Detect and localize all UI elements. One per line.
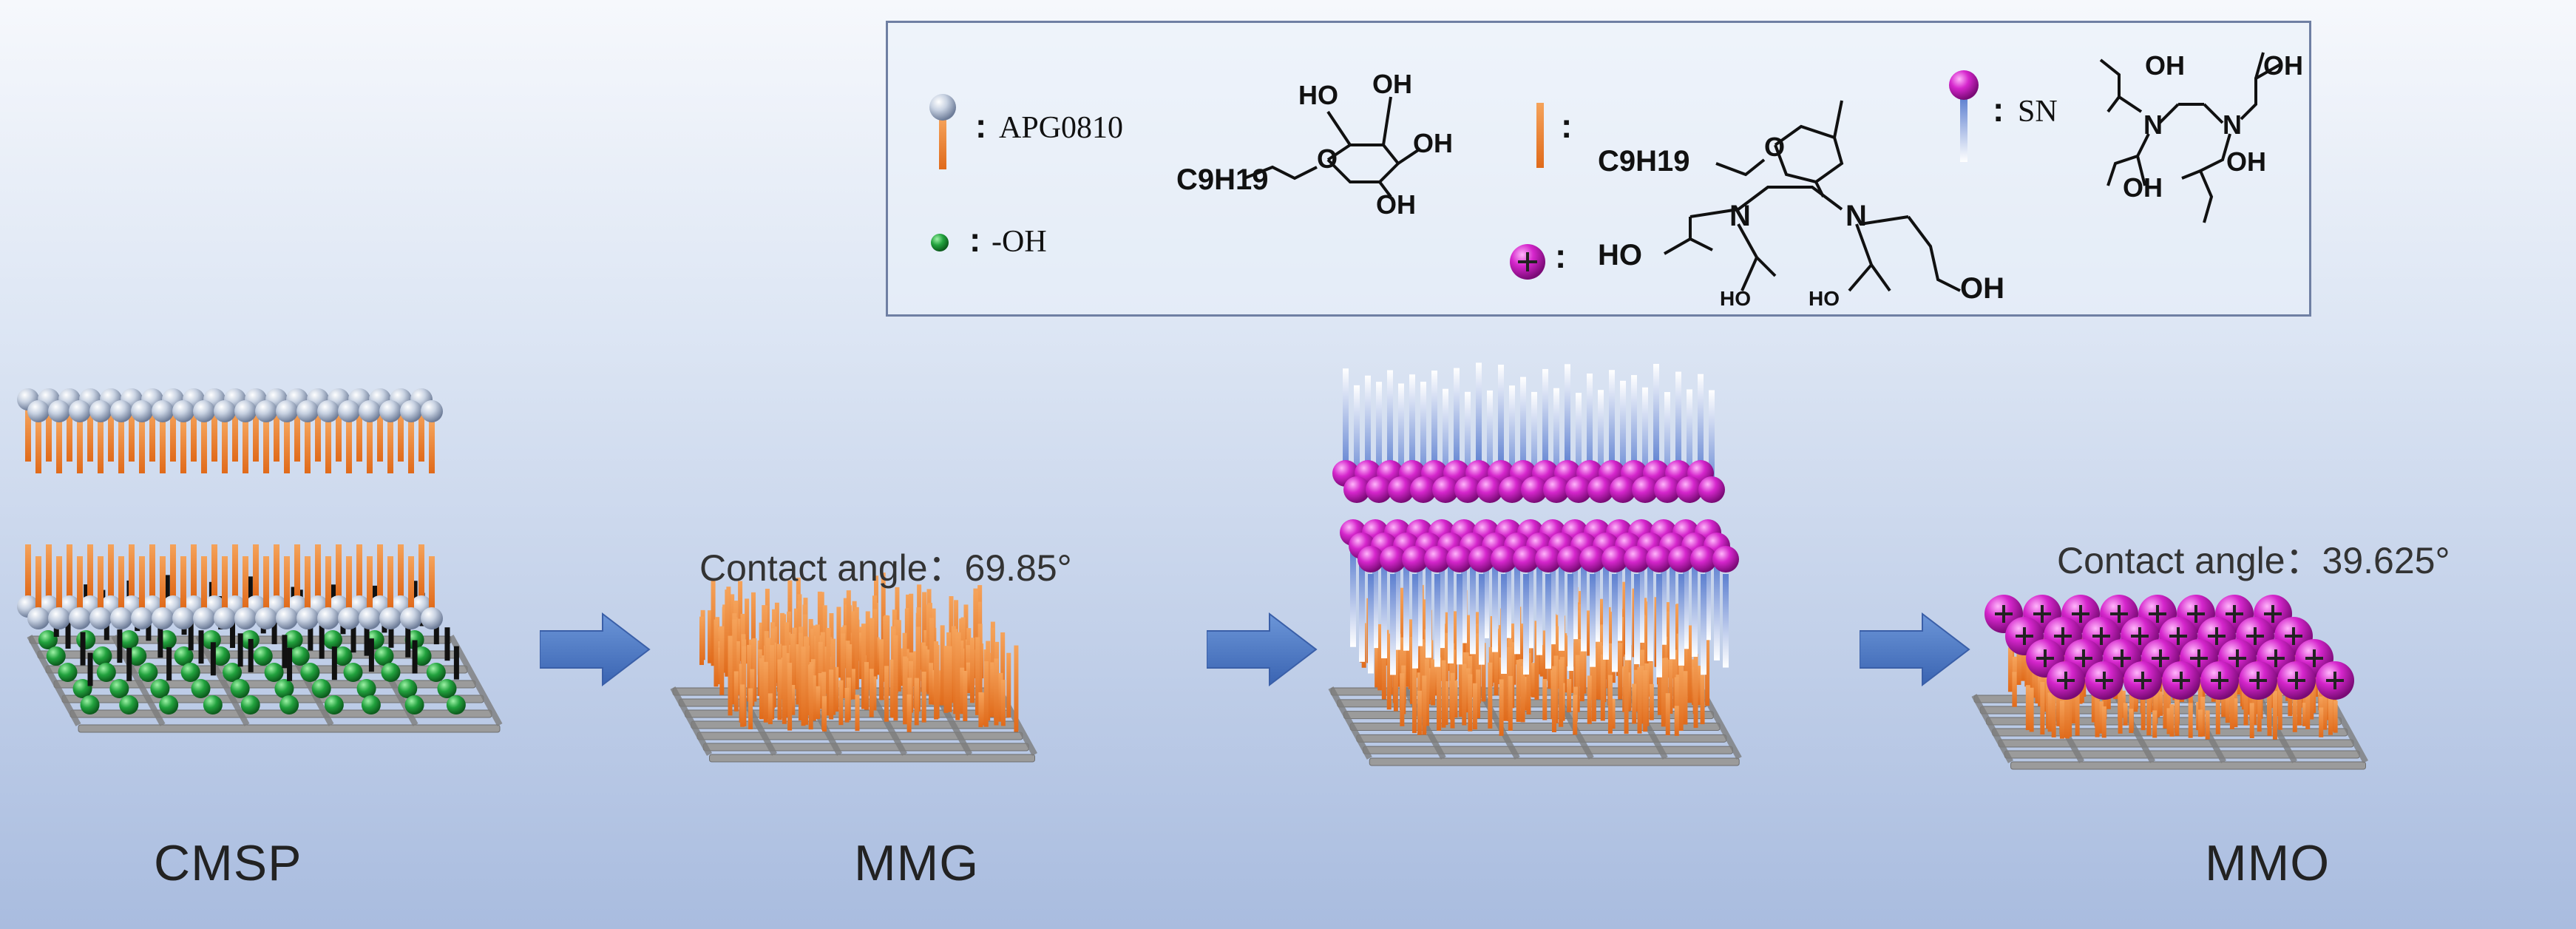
sn-structure: OH N N OH OH OH — [2099, 50, 2303, 223]
stage-label-mmo: MMO — [2205, 835, 2331, 891]
cation-sphere-layer — [1984, 595, 2354, 700]
svg-text:OH: OH — [1413, 128, 1453, 158]
mmg-contact-angle: Contact angle：69.85° — [699, 547, 1072, 589]
apg-monolayer — [17, 388, 443, 473]
cation-structure: HO N N HO HO OH — [1598, 186, 2004, 310]
svg-text:HO: HO — [1809, 287, 1840, 310]
svg-text:OH: OH — [2123, 172, 2163, 203]
apg-colon: : — [975, 107, 987, 145]
svg-text:OH: OH — [2263, 50, 2303, 81]
svg-text:HO: HO — [1298, 80, 1338, 110]
sn-lower-layer — [1340, 519, 1739, 678]
svg-text:N: N — [1729, 200, 1751, 232]
mmg-panel — [670, 572, 1038, 763]
svg-text:N: N — [1845, 200, 1867, 232]
tail-structure: C9H19 O — [1598, 100, 1844, 197]
legend-box: : APG0810 C9H19 O HO OH OH OH : — [886, 21, 2311, 317]
sn-surfactant-icon — [1949, 70, 1979, 162]
svg-text:HO: HO — [1720, 287, 1751, 310]
oh-label: -OH — [992, 225, 1047, 259]
mmo-contact-angle: Contact angle：39.625° — [2057, 540, 2450, 581]
sn-assembly-panel — [1328, 362, 1742, 766]
hydroxyl-bead-icon — [931, 234, 949, 251]
sn-colon: : — [1993, 90, 2004, 129]
tail-colon: : — [1561, 107, 1573, 145]
apg-structure: C9H19 O HO OH OH OH — [1176, 69, 1453, 220]
svg-text:O: O — [1317, 143, 1338, 174]
right-arrow-icon — [1860, 612, 1970, 686]
right-arrow-icon — [1207, 612, 1318, 686]
right-arrow-icon — [540, 612, 651, 686]
svg-text:C9H19: C9H19 — [1598, 145, 1690, 178]
apg-surfactant-icon — [929, 94, 956, 169]
mmo-panel — [1971, 595, 2369, 770]
sn-upper-layer — [1332, 362, 1725, 503]
sn-label: SN — [2018, 95, 2058, 129]
svg-text:OH: OH — [1376, 189, 1416, 220]
stage-label-mmg: MMG — [854, 835, 980, 891]
svg-text:N: N — [2143, 109, 2163, 140]
apg-monolayer — [17, 544, 443, 629]
apg-label: APG0810 — [999, 111, 1124, 145]
stage-label-cmsp: CMSP — [154, 835, 302, 891]
svg-text:N: N — [2223, 109, 2242, 140]
oh-colon: : — [969, 220, 981, 259]
svg-text:OH: OH — [1372, 69, 1412, 99]
hydrophobic-chains — [699, 572, 1019, 732]
svg-text:OH: OH — [2145, 50, 2185, 81]
cation-sphere-icon — [1510, 244, 1545, 280]
svg-text:HO: HO — [1598, 239, 1642, 271]
svg-text:OH: OH — [2226, 146, 2266, 177]
svg-text:O: O — [1764, 132, 1785, 162]
svg-text:OH: OH — [1960, 272, 2004, 305]
svg-text:C9H19: C9H19 — [1176, 163, 1269, 196]
cation-colon: : — [1555, 237, 1567, 275]
hydrophobic-tail-icon — [1536, 103, 1544, 168]
cmsp-panel — [17, 388, 503, 733]
